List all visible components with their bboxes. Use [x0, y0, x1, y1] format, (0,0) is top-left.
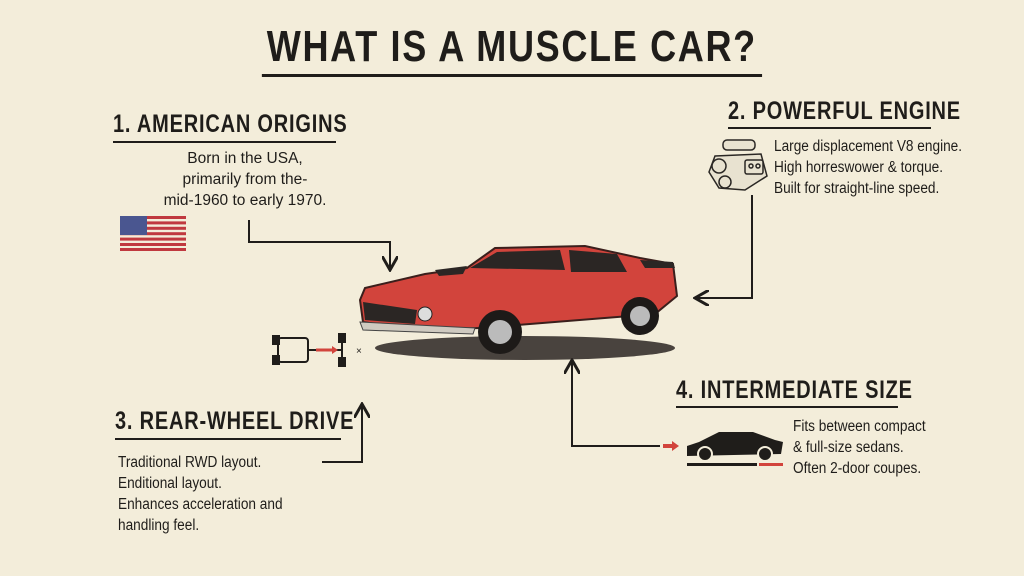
section-1-heading: 1. AMERICAN ORIGINS	[113, 110, 348, 138]
rwd-chassis-icon: ×	[272, 333, 362, 367]
v8-engine-icon	[708, 139, 768, 191]
section-4-text: Fits between compact & full-size sedans.…	[793, 418, 926, 477]
page-title: WHAT IS A MUSCLE CAR?	[0, 22, 1024, 77]
section-3-heading: 3. REAR-WHEEL DRIVE	[115, 407, 355, 435]
section-2-text: Large displacement V8 engine. High horre…	[774, 138, 963, 197]
section-2-underline	[728, 127, 931, 129]
car-silhouette-icon	[663, 432, 783, 466]
svg-text:×: ×	[356, 346, 362, 357]
section-3-text: Traditional RWD layout. Enditional layou…	[118, 454, 283, 534]
section-1-underline	[113, 141, 336, 143]
section-4-underline	[676, 406, 898, 408]
section-2-heading: 2. POWERFUL ENGINE	[728, 97, 961, 125]
section-4-heading: 4. INTERMEDIATE SIZE	[676, 376, 913, 404]
section-3-underline	[115, 438, 341, 440]
us-flag-icon	[120, 216, 186, 251]
section-1-text: Born in the USA, primarily from the- mid…	[163, 150, 327, 209]
muscle-car-illustration	[358, 244, 679, 360]
